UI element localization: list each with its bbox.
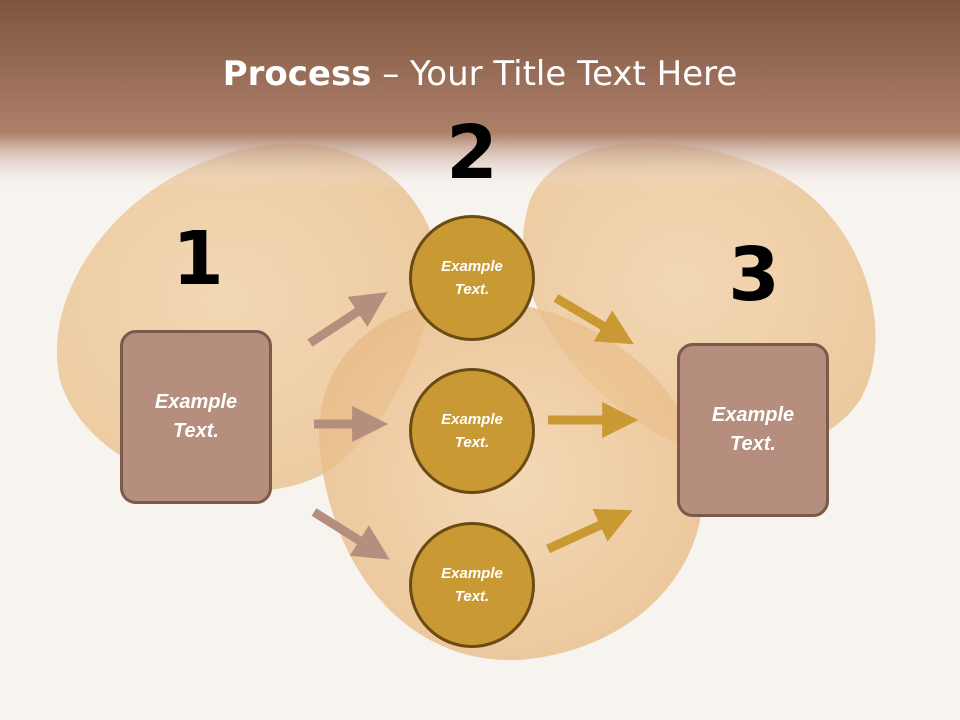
- left-box: Example Text.: [120, 330, 272, 504]
- circle-top-text: Example Text.: [441, 258, 503, 298]
- title-rest: – Your Title Text Here: [371, 54, 738, 94]
- title-bold: Process: [222, 54, 372, 94]
- circle-bottom: Example Text.: [409, 522, 535, 648]
- circle-middle-text: Example Text.: [441, 411, 503, 451]
- step-number-2: 2: [446, 110, 498, 196]
- circle-top: Example Text.: [409, 215, 535, 341]
- step-number-1: 1: [172, 216, 224, 302]
- circle-middle: Example Text.: [409, 368, 535, 494]
- circle-bottom-text: Example Text.: [441, 565, 503, 605]
- right-box-text: Example Text.: [711, 404, 795, 455]
- page-title: Process – Your Title Text Here: [0, 52, 960, 96]
- left-box-text: Example Text.: [154, 391, 238, 442]
- right-box: Example Text.: [677, 343, 829, 517]
- step-number-3: 3: [728, 232, 780, 318]
